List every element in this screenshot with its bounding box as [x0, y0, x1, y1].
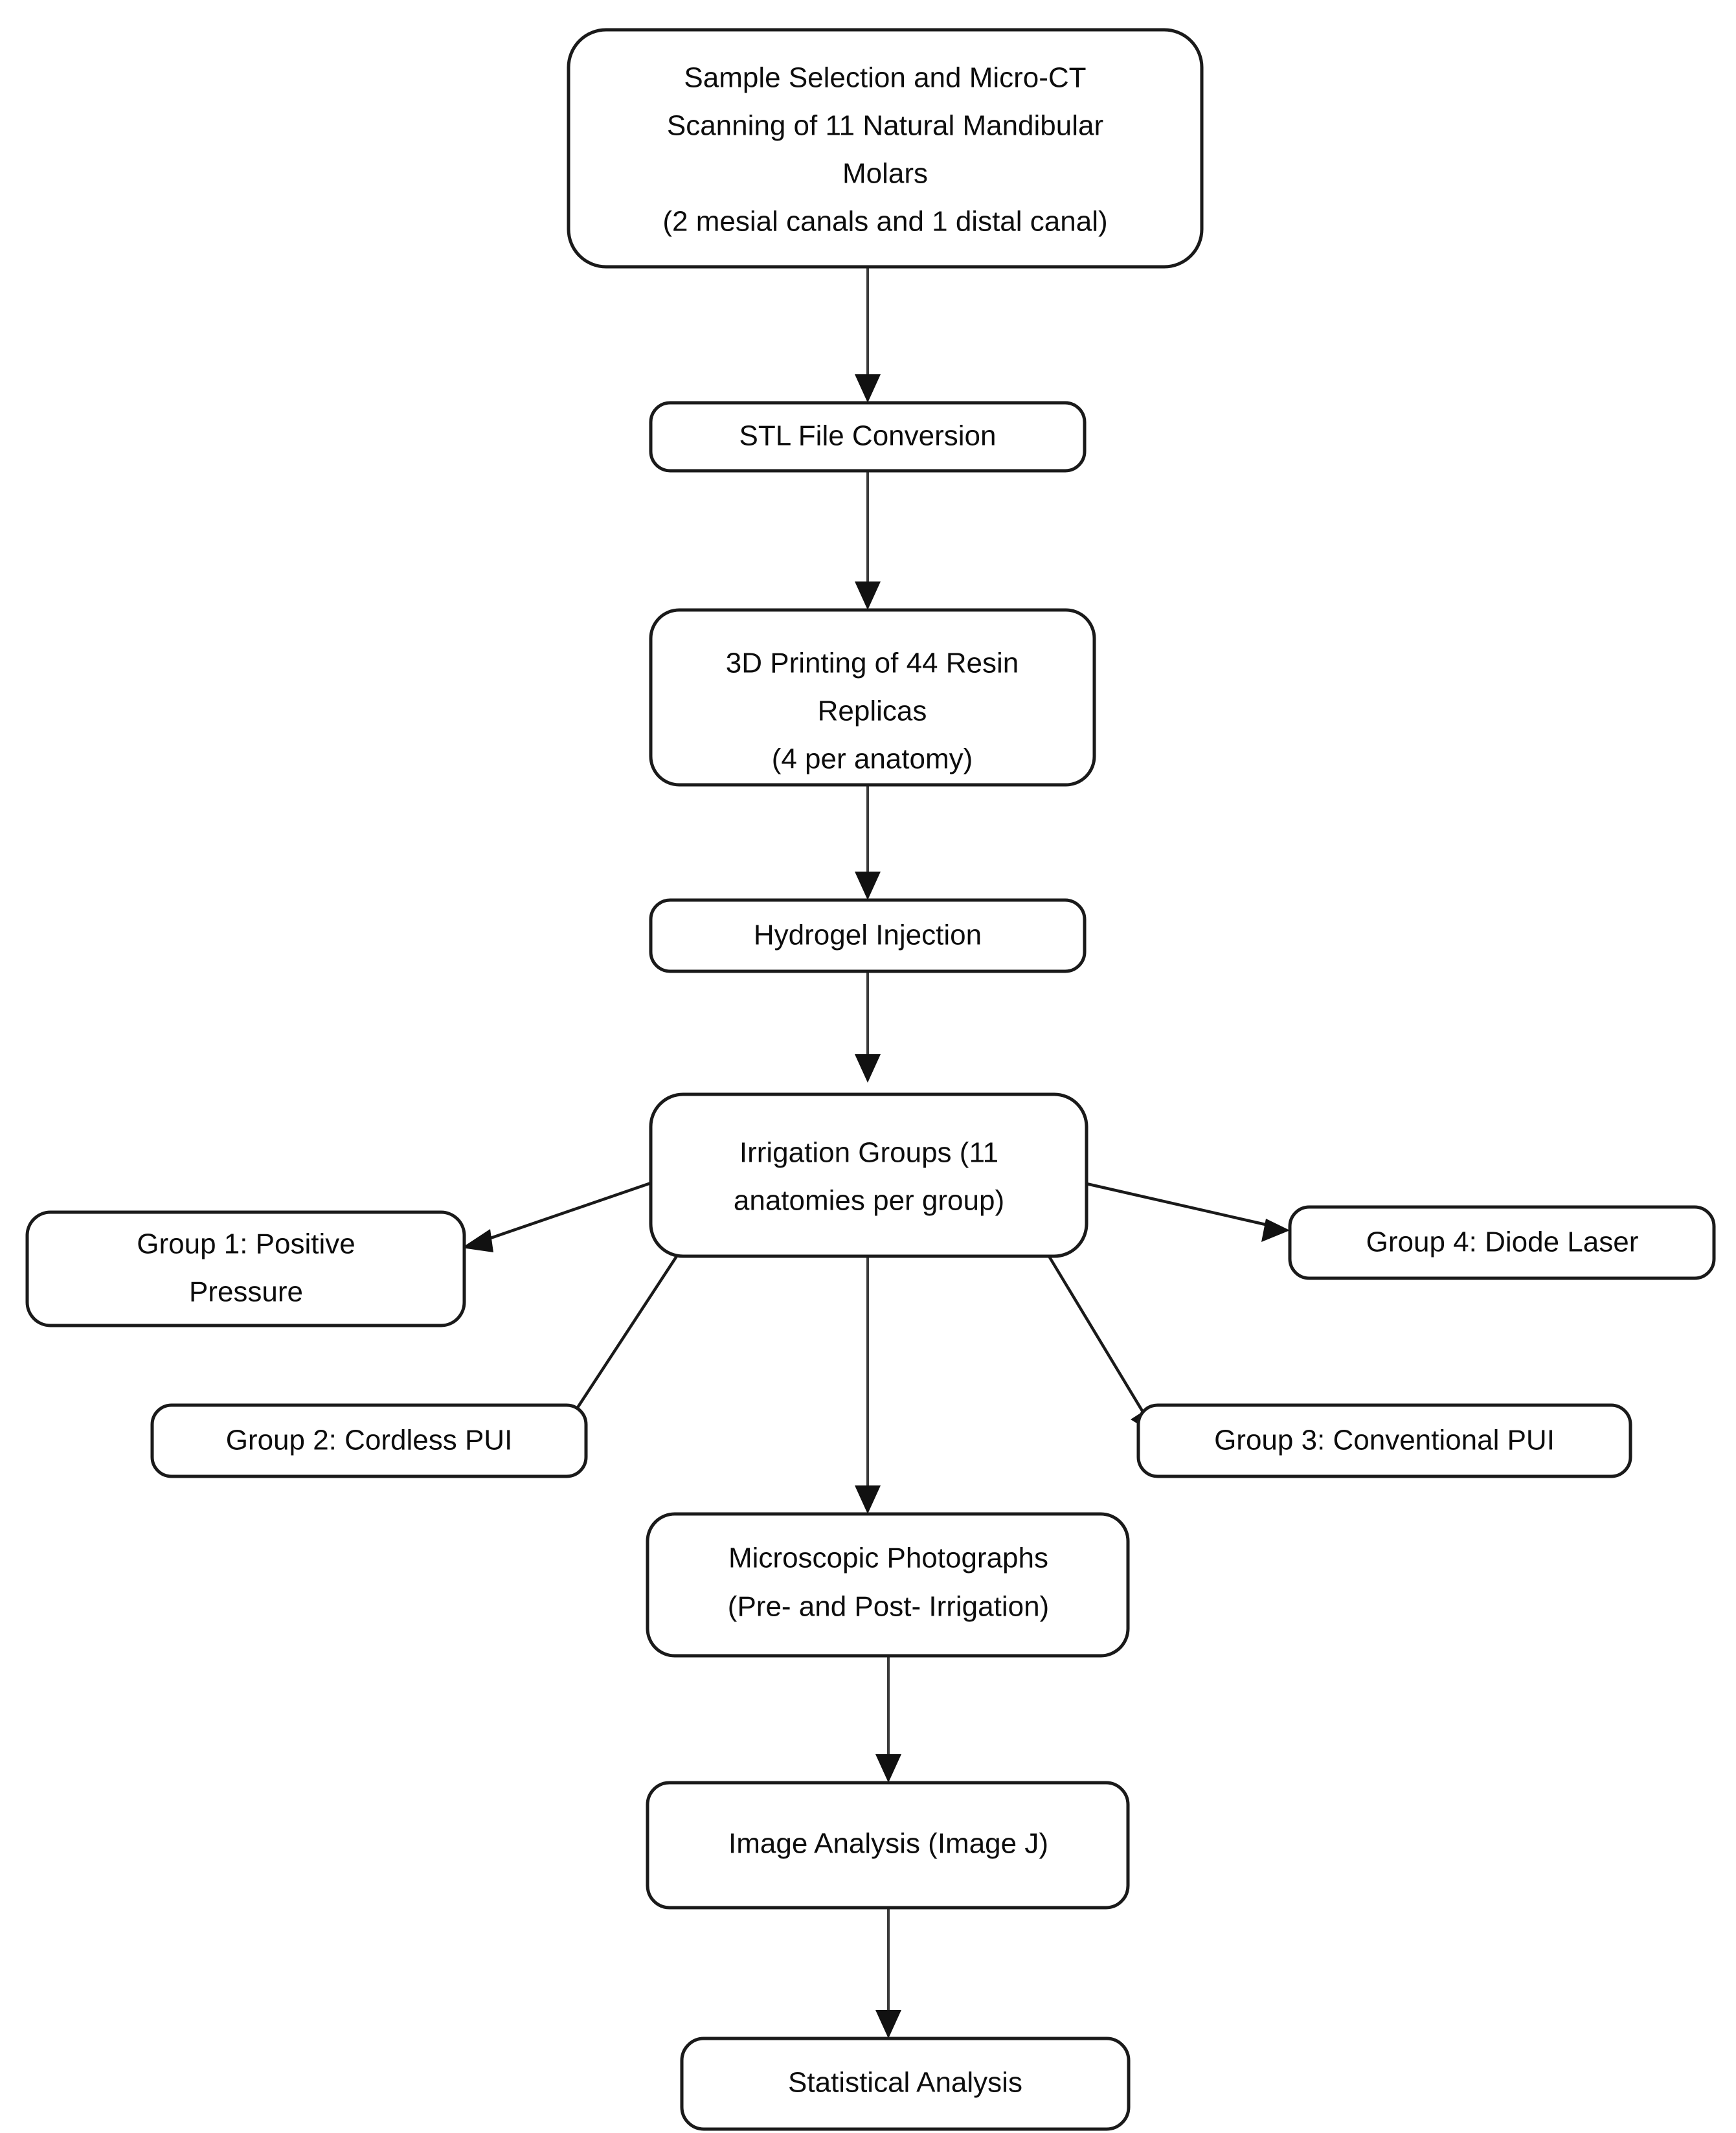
node-group-1-line-2: Pressure: [189, 1276, 303, 1308]
node-resin-printing[interactable]: 3D Printing of 44 Resin Replicas (4 per …: [649, 608, 1096, 787]
node-image-analysis[interactable]: Image Analysis (Image J): [646, 1781, 1130, 1910]
node-sample-selection-line-3: Molars: [842, 158, 928, 190]
node-resin-printing-line-2: Replicas: [818, 695, 927, 727]
edge-microscopic-photographs-to-image-analysis: [875, 1656, 901, 1783]
node-group-1[interactable]: Group 1: Positive Pressure: [25, 1210, 466, 1327]
edge-hydrogel-injection-to-irrigation-groups: [855, 971, 881, 1083]
node-group-3[interactable]: Group 3: Conventional PUI: [1136, 1403, 1632, 1478]
edge-sample-selection-to-stl-conversion: [855, 267, 881, 403]
node-image-analysis-line-1: Image Analysis (Image J): [728, 1828, 1048, 1860]
node-hydrogel-injection-line-1: Hydrogel Injection: [754, 920, 982, 951]
edge-resin-printing-to-hydrogel-injection: [855, 785, 881, 900]
node-resin-printing-line-3: (4 per anatomy): [772, 743, 973, 775]
node-group-4-shape[interactable]: [1288, 1205, 1716, 1280]
node-statistical-analysis-line-1: Statistical Analysis: [788, 2067, 1022, 2099]
node-group-4-line-1: Group 4: Diode Laser: [1366, 1226, 1639, 1258]
node-group-4[interactable]: Group 4: Diode Laser: [1288, 1205, 1716, 1280]
node-microscopic-photographs-line-1: Microscopic Photographs: [728, 1542, 1048, 1574]
node-group-1-shape[interactable]: [25, 1210, 466, 1327]
edge-irrigation-groups-to-group-4: [1086, 1182, 1290, 1242]
node-sample-selection[interactable]: Sample Selection and Micro-CT Scanning o…: [567, 28, 1204, 269]
node-sample-selection-line-2: Scanning of 11 Natural Mandibular: [667, 110, 1103, 142]
node-statistical-analysis-shape[interactable]: [680, 2037, 1131, 2131]
node-sample-selection-line-4: (2 mesial canals and 1 distal canal): [662, 206, 1107, 238]
node-irrigation-groups-shape[interactable]: [649, 1092, 1088, 1258]
edge-irrigation-groups-to-group-1: [462, 1181, 651, 1252]
node-group-2[interactable]: Group 2: Cordless PUI: [150, 1403, 588, 1478]
node-group-1-line-1: Group 1: Positive: [137, 1228, 355, 1260]
node-irrigation-groups[interactable]: Irrigation Groups (11 anatomies per grou…: [649, 1092, 1088, 1258]
node-stl-conversion[interactable]: STL File Conversion: [649, 401, 1087, 473]
node-group-3-line-1: Group 3: Conventional PUI: [1214, 1425, 1555, 1456]
node-group-2-line-1: Group 2: Cordless PUI: [226, 1425, 513, 1456]
node-hydrogel-injection-shape[interactable]: [649, 898, 1087, 973]
node-stl-conversion-line-1: STL File Conversion: [739, 420, 997, 452]
edge-image-analysis-to-statistical-analysis: [875, 1908, 901, 2038]
node-microscopic-photographs-line-2: (Pre- and Post- Irrigation): [728, 1591, 1049, 1623]
node-resin-printing-line-1: 3D Printing of 44 Resin: [726, 648, 1019, 679]
edge-stl-conversion-to-resin-printing: [855, 471, 881, 610]
node-group-2-shape[interactable]: [150, 1403, 588, 1478]
node-resin-printing-shape[interactable]: [649, 608, 1096, 787]
node-sample-selection-line-1: Sample Selection and Micro-CT: [684, 62, 1086, 94]
node-microscopic-photographs-shape[interactable]: [646, 1512, 1130, 1658]
node-hydrogel-injection[interactable]: Hydrogel Injection: [649, 898, 1087, 973]
node-irrigation-groups-line-2: anatomies per group): [734, 1185, 1004, 1217]
node-stl-conversion-shape[interactable]: [649, 401, 1087, 473]
node-sample-selection-shape[interactable]: [567, 28, 1204, 269]
node-layer: Sample Selection and Micro-CT Scanning o…: [25, 28, 1716, 2131]
node-microscopic-photographs[interactable]: Microscopic Photographs (Pre- and Post- …: [646, 1512, 1130, 1658]
edge-irrigation-groups-to-group-3: [1048, 1255, 1158, 1436]
node-group-3-shape[interactable]: [1136, 1403, 1632, 1478]
node-image-analysis-shape[interactable]: [646, 1781, 1130, 1910]
node-irrigation-groups-line-1: Irrigation Groups (11: [739, 1137, 998, 1169]
node-statistical-analysis[interactable]: Statistical Analysis: [680, 2037, 1131, 2131]
edge-irrigation-groups-to-microscopic-photographs: [855, 1256, 881, 1514]
